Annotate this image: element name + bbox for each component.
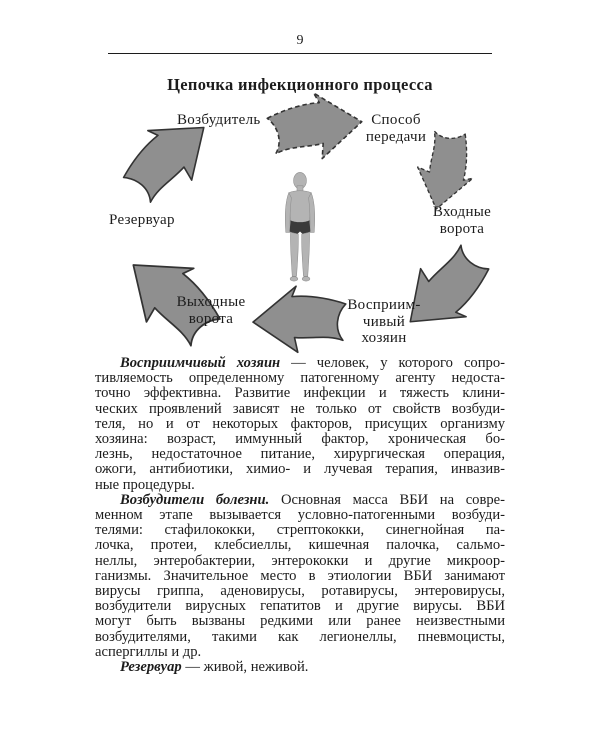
label-line: передачи [365, 128, 427, 145]
paragraph-line: тивляемость определенному патогенному аг… [95, 370, 505, 387]
label-pathogen: Возбудитель [177, 112, 261, 129]
label-line: хозяин [361, 330, 407, 346]
paragraph-lead: Восприимчивый хозяин [120, 355, 281, 371]
paragraph-line: Восприимчивый хозяин — человек, у которо… [120, 355, 505, 371]
label-entry-gates: Входные ворота [424, 204, 500, 237]
text-block: Восприимчивый хозяин — человек, у которо… [95, 355, 505, 676]
label-line: Входные [432, 204, 492, 220]
label-transmission: Способ передачи [358, 112, 434, 145]
label-line: Способ [371, 112, 421, 128]
arrow-pathogen-to-transmission-icon [266, 92, 363, 160]
paragraph-line: аспергиллы и др. [95, 643, 202, 660]
paragraph-line: неллы, энтеробактерии, энтерококки и дру… [95, 552, 505, 569]
paragraph-line: хозяина: возраст, иммунный фактор, хрони… [95, 431, 505, 448]
label-line: чивый [362, 313, 406, 330]
paragraph-line: возбудители вирусных гепатитов и другие … [95, 598, 505, 615]
paragraph-line: возбудителями, такими как легионеллы, пн… [95, 628, 505, 645]
page-title: Цепочка инфекционного процесса [167, 75, 433, 94]
paragraph: Резервуар — живой, неживой. [95, 659, 505, 676]
paragraph-line: вирусы гриппа, аденовирусы, ротавирусы, … [95, 583, 505, 600]
paragraph-line: теля, но и от некоторых факторов, присущ… [95, 415, 505, 432]
label-line: Восприим- [347, 297, 421, 313]
label-line: Возбудитель [177, 112, 261, 128]
arrow-transmission-to-entry-icon [416, 130, 474, 210]
label-line: ворота [188, 310, 234, 327]
label-line: Выходные [176, 294, 246, 310]
label-line: ворота [439, 220, 485, 237]
paragraph-line: менном этапе вызывается условно-патогенн… [95, 507, 505, 524]
arrow-reservoir-to-pathogen-icon [122, 126, 205, 203]
paragraph-line: лезнь, недостаточное питание, хирургичес… [95, 446, 505, 463]
paragraph: Возбудители болезни. Основная масса ВБИ … [95, 491, 505, 660]
paragraph-line: телями: стафилококки, стрептококки, сине… [95, 522, 505, 539]
paragraph-line: лочка, протеи, клебсиеллы, кишечная пало… [95, 537, 505, 554]
infection-chain-diagram: Возбудитель Способ передачи Входные воро… [0, 92, 600, 355]
label-line: Резервуар [109, 212, 175, 228]
human-figure-image [284, 172, 316, 282]
paragraph-line: ожоги, антибиотики, химио- и лучевая тер… [95, 461, 505, 478]
arrow-entry-to-host-icon [409, 244, 490, 323]
paragraph-lead: Резервуар [120, 659, 182, 676]
paragraph: Восприимчивый хозяин — человек, у которо… [95, 355, 505, 493]
arrow-host-to-exit-icon [252, 285, 347, 354]
paragraph-line: могут быть вызваны редкими или ранее неи… [95, 613, 505, 630]
paragraph-line: ческих проявлений зависят не только от с… [95, 400, 505, 417]
arrow-exit-to-reservoir-icon [132, 264, 221, 347]
paragraph-line: ганизмы. Значительное место в этиологии … [95, 567, 505, 584]
label-reservoir: Резервуар [109, 212, 175, 229]
label-exit-gates: Выходные ворота [172, 294, 250, 327]
page-number: 9 [296, 33, 304, 48]
label-susceptible-host: Восприим- чивый хозяин [340, 297, 428, 347]
paragraph-line: ные процедуры. [95, 476, 195, 493]
paragraph-line: точно эффективна. Развитие инфекции и тя… [95, 385, 505, 402]
paragraph-line: Резервуар — живой, неживой. [120, 659, 309, 676]
paragraph-lead: Возбудители болезни. [120, 491, 270, 508]
paragraph-line: Возбудители болезни. Основная масса ВБИ … [120, 491, 505, 508]
header-rule [108, 53, 492, 54]
